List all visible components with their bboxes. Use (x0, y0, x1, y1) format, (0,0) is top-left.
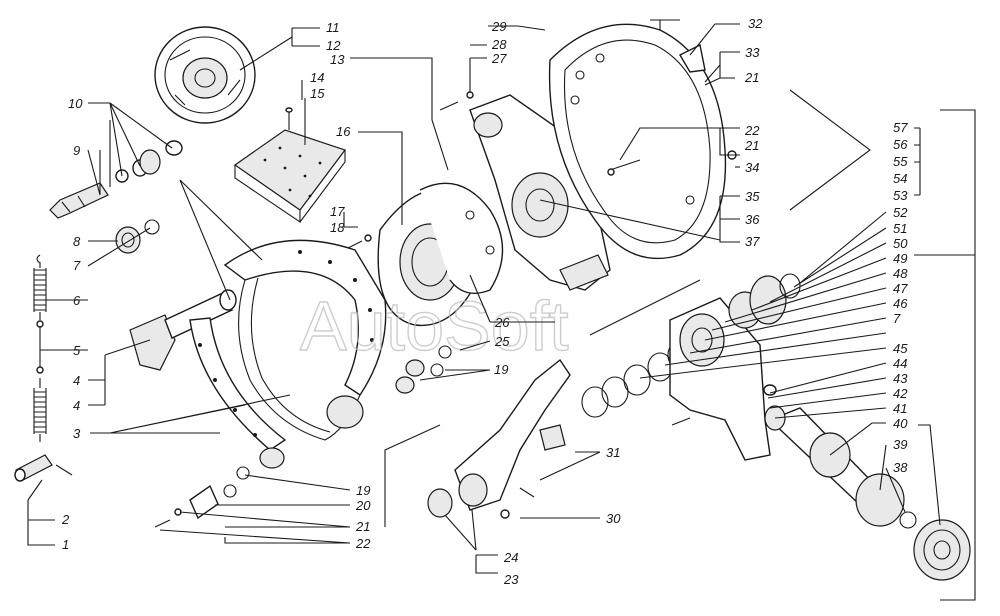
part-caliper-bracket (439, 91, 611, 291)
callout-57: 57 (893, 120, 908, 135)
callout-4b: 4 (73, 398, 80, 413)
callout-16: 16 (336, 124, 351, 139)
callout-5: 5 (73, 343, 81, 358)
part-lever (427, 358, 571, 519)
callout-labels: 1 2 3 4 4 5 6 7 8 9 10 11 12 13 14 15 16… (61, 16, 908, 587)
callout-35: 35 (745, 189, 760, 204)
callout-25: 25 (494, 334, 510, 349)
callout-34: 34 (745, 160, 759, 175)
part-brake-shoes (189, 239, 387, 469)
callout-33: 33 (745, 45, 760, 60)
callout-54: 54 (893, 171, 907, 186)
callout-52: 52 (893, 205, 908, 220)
part-bolt-17 (347, 234, 372, 249)
callout-22b: 22 (355, 536, 371, 551)
callout-51: 51 (893, 221, 907, 236)
callout-24: 24 (503, 550, 518, 565)
callout-6: 6 (73, 293, 81, 308)
callout-37: 37 (745, 234, 760, 249)
callout-7b: 7 (893, 311, 901, 326)
callout-47: 47 (893, 281, 908, 296)
callout-43: 43 (893, 371, 908, 386)
callout-13: 13 (330, 52, 345, 67)
callout-40: 40 (893, 416, 908, 431)
callout-41: 41 (893, 401, 907, 416)
callout-48: 48 (893, 266, 908, 281)
callout-44: 44 (893, 356, 907, 371)
callout-30: 30 (606, 511, 621, 526)
callout-18: 18 (330, 220, 345, 235)
callout-45: 45 (893, 341, 908, 356)
part-spring-upper (33, 254, 47, 320)
callout-23: 23 (503, 572, 519, 587)
callout-20: 20 (355, 498, 371, 513)
part-cam-shaft (129, 289, 237, 371)
part-brake-lining (233, 129, 346, 224)
callout-42: 42 (893, 386, 908, 401)
callout-8: 8 (73, 234, 81, 249)
callout-21b: 21 (744, 70, 759, 85)
callout-56: 56 (893, 137, 908, 152)
callout-31: 31 (606, 445, 620, 460)
watermark-text: AutoSoft (300, 287, 569, 365)
callout-39: 39 (893, 437, 907, 452)
callout-36: 36 (745, 212, 760, 227)
callout-15: 15 (310, 86, 325, 101)
part-housing-assembly (669, 273, 801, 461)
callout-17: 17 (330, 204, 345, 219)
callout-27: 27 (491, 51, 507, 66)
part-pin (14, 454, 73, 482)
callout-9: 9 (73, 143, 80, 158)
callout-46: 46 (893, 296, 908, 311)
callout-50: 50 (893, 236, 908, 251)
callout-11: 11 (326, 20, 340, 35)
callout-53: 53 (893, 188, 908, 203)
leader-lines (27, 19, 976, 601)
callout-29: 29 (491, 19, 506, 34)
callout-10: 10 (68, 96, 83, 111)
callout-21a: 21 (355, 519, 370, 534)
callout-38: 38 (893, 460, 908, 475)
callout-22a: 22 (744, 123, 760, 138)
part-lower-fasteners (154, 466, 250, 528)
part-brake-shield (154, 26, 256, 124)
callout-26: 26 (494, 315, 510, 330)
callout-19a: 19 (494, 362, 508, 377)
part-rivet (285, 107, 293, 130)
callout-7: 7 (73, 258, 81, 273)
callout-4a: 4 (73, 373, 80, 388)
callout-49: 49 (893, 251, 907, 266)
part-link-rod (36, 320, 44, 374)
callout-19b: 19 (356, 483, 370, 498)
callout-28: 28 (491, 37, 507, 52)
callout-55: 55 (893, 154, 908, 169)
part-rollers (395, 345, 452, 394)
part-brake-disc (548, 23, 727, 260)
callout-14: 14 (310, 70, 324, 85)
part-right-fasteners (679, 43, 737, 160)
callout-12: 12 (326, 38, 341, 53)
part-mounting-ring (419, 182, 504, 294)
callout-32: 32 (748, 16, 763, 31)
part-bushing (115, 219, 160, 254)
callout-3: 3 (73, 426, 81, 441)
callout-2: 2 (61, 512, 70, 527)
callout-1: 1 (62, 537, 69, 552)
callout-21c: 21 (744, 138, 759, 153)
part-adjuster-nuts (49, 140, 183, 219)
part-spring-lower (33, 378, 47, 442)
part-shaft-gear (764, 405, 971, 581)
